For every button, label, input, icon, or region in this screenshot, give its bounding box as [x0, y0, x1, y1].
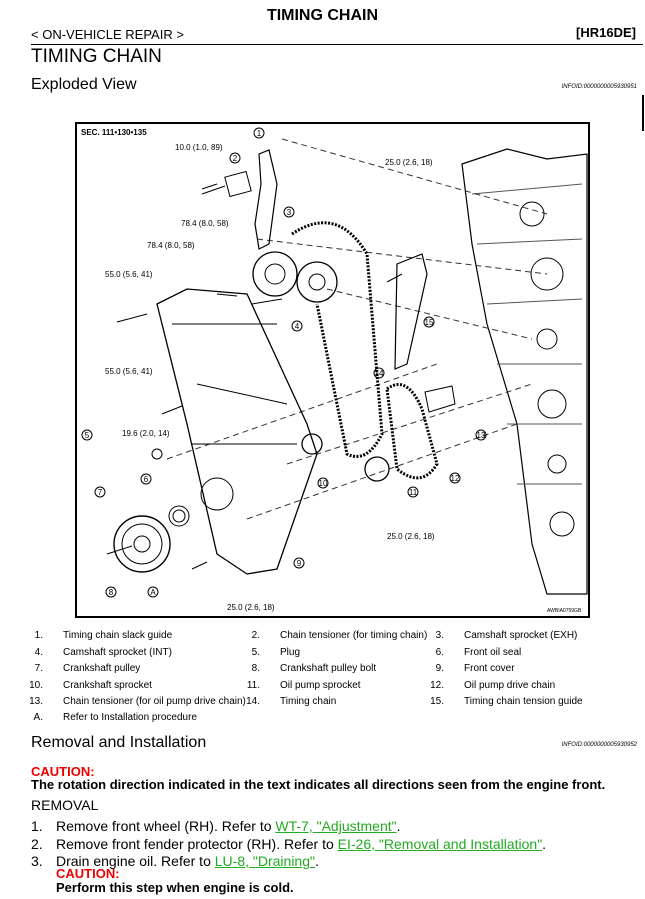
torque-label: 25.0 (2.6, 18) [385, 158, 433, 167]
callout: 3 [287, 208, 292, 217]
step-text: Drain engine oil. Refer to [56, 853, 215, 869]
legend-num: 3. [435, 630, 444, 641]
lu-8-draining-link[interactable]: LU-8, "Draining" [214, 853, 315, 869]
legend-num: 9. [435, 663, 444, 674]
step-number: 2. [31, 836, 43, 852]
step-number: 3. [31, 853, 43, 869]
callout: 9 [297, 559, 302, 568]
legend-text: Plug [280, 647, 301, 658]
callout: 15 [425, 318, 434, 327]
torque-label: 55.0 (5.6, 41) [105, 367, 153, 376]
step-3-caution-label: CAUTION: [56, 866, 120, 881]
legend-num: 1. [34, 630, 43, 641]
legend-text: Crankshaft sprocket [63, 680, 152, 691]
torque-label: 10.0 (1.0, 89) [175, 143, 223, 152]
legend-num: 4. [34, 647, 43, 658]
legend-text: Chain tensioner (for oil pump drive chai… [63, 696, 246, 707]
legend-num: 8. [251, 663, 260, 674]
legend-text: Crankshaft pulley bolt [280, 663, 377, 674]
legend-text: Timing chain [280, 696, 337, 707]
legend-text: Timing chain slack guide [63, 630, 173, 641]
callout: 5 [85, 431, 90, 440]
step-punct: . [542, 836, 547, 852]
callout: 2 [233, 154, 238, 163]
breadcrumb: < ON-VEHICLE REPAIR > [31, 27, 184, 42]
section-title: TIMING CHAIN [31, 46, 162, 67]
caution-label: CAUTION: [31, 764, 95, 779]
figure-id: AWBIA0759GB [547, 608, 582, 614]
removal-label: REMOVAL [31, 797, 99, 813]
page-header-title: TIMING CHAIN [266, 7, 379, 24]
legend-text: Oil pump drive chain [464, 680, 556, 691]
legend-num: 12. [430, 680, 444, 691]
step-3: 3. Drain engine oil. Refer to LU-8, "Drai… [31, 853, 319, 869]
legend-text: Chain tensioner (for timing chain) [280, 630, 428, 641]
torque-label: 19.6 (2.0, 14) [122, 429, 170, 438]
legend-text: Refer to Installation procedure [63, 712, 197, 723]
step-2: 2. Remove front fender protector (RH). Re… [31, 836, 546, 852]
legend-num: 10. [29, 680, 43, 691]
legend-num: 2. [251, 630, 260, 641]
callout: 4 [295, 322, 300, 331]
margin-bar [642, 95, 644, 131]
ref-letter: A [150, 588, 156, 597]
exploded-view-heading: Exploded View [31, 76, 137, 93]
legend-text: Crankshaft pulley [63, 663, 141, 674]
torque-label: 78.4 (8.0, 58) [147, 241, 195, 250]
legend-text: Front cover [464, 663, 515, 674]
legend-num: 14. [246, 696, 260, 707]
step-3-caution-text: Perform this step when engine is cold. [56, 880, 294, 895]
step-number: 1. [31, 818, 43, 834]
callout: 14 [375, 369, 384, 378]
exploded-view-figure: SEC. 111•130•135 10.0 (1.0, 89) 78.4 (8.… [75, 122, 590, 618]
legend-num: 15. [430, 696, 444, 707]
torque-label: 25.0 (2.6, 18) [387, 532, 435, 541]
step-1: 1. Remove front wheel (RH). Refer to WT-7… [31, 818, 401, 834]
callout: 12 [451, 474, 460, 483]
legend-num: 11. [246, 680, 260, 691]
legend-text: Camshaft sprocket (INT) [63, 647, 172, 658]
legend-text: Timing chain tension guide [464, 696, 583, 707]
removal-installation-heading: Removal and Installation [31, 734, 207, 751]
legend-text: Oil pump sprocket [280, 680, 361, 691]
info-id: INFOID:0000000005930951 [561, 84, 637, 90]
engine-code: [HR16DE] [576, 25, 636, 40]
legend-text: Camshaft sprocket (EXH) [464, 630, 578, 641]
callout: 10 [319, 479, 328, 488]
sec-number: SEC. 111•130•135 [81, 128, 147, 137]
exploded-view-drawing: SEC. 111•130•135 10.0 (1.0, 89) 78.4 (8.… [81, 127, 588, 614]
caution-text: The rotation direction indicated in the … [31, 777, 606, 792]
legend-num: 6. [435, 647, 444, 658]
step-punct: . [396, 818, 401, 834]
torque-label: 55.0 (5.6, 41) [105, 270, 153, 279]
step-punct: . [314, 853, 319, 869]
info-id: INFOID:0000000005930952 [561, 742, 637, 748]
step-text: Remove front fender protector (RH). Refe… [56, 836, 338, 852]
ei-26-removal-link[interactable]: EI-26, "Removal and Installation" [337, 836, 543, 852]
callout: 11 [409, 488, 418, 497]
wt-7-adjustment-link[interactable]: WT-7, "Adjustment" [275, 818, 397, 834]
legend-num: 13. [29, 696, 43, 707]
callout: 1 [257, 129, 262, 138]
callout: 8 [109, 588, 114, 597]
legend-num: A. [33, 712, 43, 723]
callout: 13 [477, 431, 486, 440]
callout: 7 [98, 488, 103, 497]
header-rule [31, 44, 643, 45]
legend-num: 7. [34, 663, 43, 674]
legend-text: Front oil seal [464, 647, 522, 658]
torque-label: 78.4 (8.0, 58) [181, 219, 229, 228]
torque-label: 25.0 (2.6, 18) [227, 603, 275, 612]
legend-num: 5. [251, 647, 260, 658]
callout: 6 [144, 475, 149, 484]
step-text: Remove front wheel (RH). Refer to [56, 818, 276, 834]
